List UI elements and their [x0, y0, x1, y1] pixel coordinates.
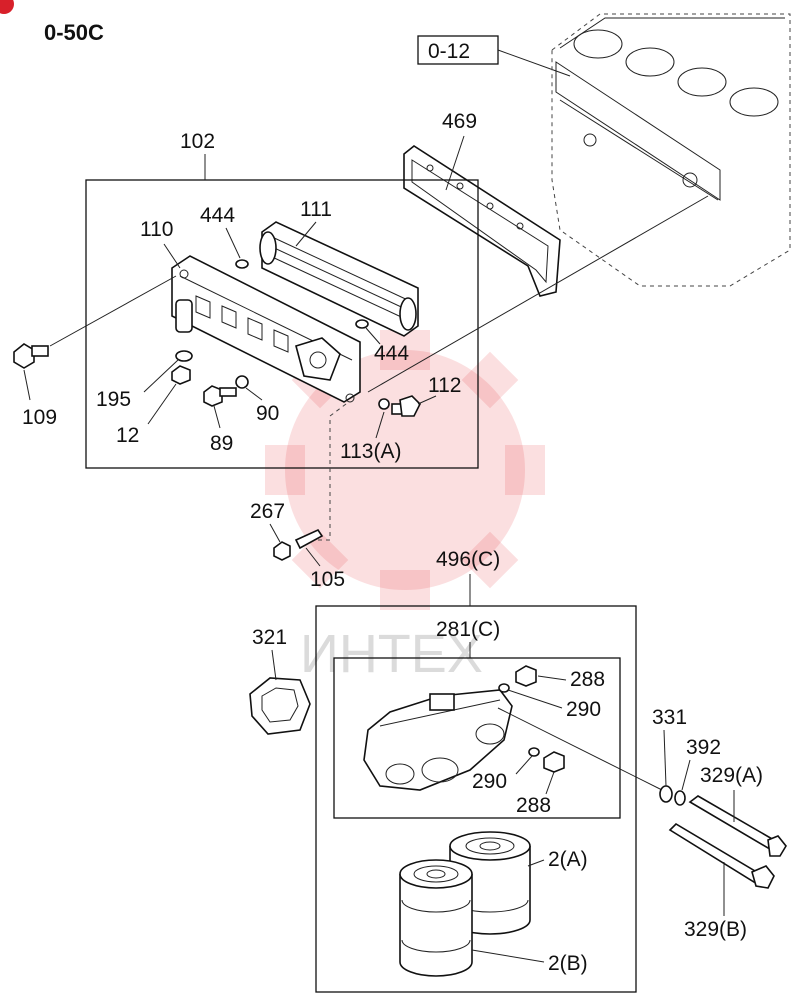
oil-cooler-element-111	[259, 221, 419, 337]
callout-267: 267	[250, 500, 285, 523]
plug-112	[391, 395, 421, 417]
callout-2b: 2(B)	[548, 952, 588, 975]
callout-290-upper: 290	[566, 698, 601, 721]
callout-109: 109	[22, 406, 57, 429]
callout-111: 111	[300, 198, 332, 221]
engine-block	[551, 13, 791, 287]
gasket-290-upper	[498, 683, 510, 693]
assembly-box-496c	[315, 605, 637, 993]
plug-288-upper	[515, 665, 537, 687]
cooler-housing-110	[171, 255, 361, 403]
callout-102: 102	[180, 130, 215, 153]
callout-110: 110	[140, 218, 173, 241]
washer-195	[175, 350, 193, 362]
callout-2a: 2(A)	[548, 848, 588, 871]
gasket-290-lower	[528, 747, 540, 757]
bolt-329b	[668, 822, 775, 889]
callout-288-upper: 288	[570, 668, 605, 691]
callout-496c: 496(C)	[436, 548, 500, 571]
gasket-469	[403, 145, 561, 297]
callout-105: 105	[310, 568, 345, 591]
callout-329a: 329(A)	[700, 764, 763, 787]
filter-head	[363, 689, 513, 791]
nut-267	[273, 541, 291, 561]
plug-288-lower	[543, 751, 565, 773]
assembly-box-281c	[333, 657, 621, 819]
callout-469: 469	[442, 110, 477, 133]
bolt-89	[203, 385, 237, 407]
page-code: 0-50C	[44, 20, 104, 45]
assembly-box-102	[85, 179, 479, 469]
callout-444-lower: 444	[374, 342, 409, 365]
reference-box-label: 0-12	[428, 40, 470, 63]
callout-329b: 329(B)	[684, 918, 747, 941]
callout-321: 321	[252, 626, 287, 649]
callout-444-upper: 444	[200, 204, 235, 227]
nut-12	[171, 365, 191, 385]
callout-288-lower: 288	[516, 794, 551, 817]
gasket-113a	[378, 398, 390, 410]
o-ring-444-lower	[355, 319, 369, 329]
stud-105	[294, 528, 324, 550]
washer-90	[235, 375, 249, 389]
washer-331	[659, 785, 673, 803]
callout-392: 392	[686, 736, 721, 759]
callout-12: 12	[116, 424, 139, 447]
callout-331: 331	[652, 706, 687, 729]
gasket-321	[249, 677, 311, 735]
callout-113a: 113(A)	[340, 440, 401, 463]
o-ring-444-upper	[235, 259, 249, 269]
bolt-329a	[688, 795, 787, 857]
callout-281c: 281(C)	[436, 618, 500, 641]
callout-89: 89	[210, 432, 233, 455]
corner-mark-icon	[0, 0, 14, 14]
washer-392	[674, 790, 686, 806]
callout-112: 112	[428, 374, 461, 397]
bolt-109	[13, 343, 49, 369]
filter-cartridge-2b	[399, 859, 473, 977]
callout-195: 195	[96, 388, 131, 411]
callout-290-lower: 290	[472, 770, 507, 793]
callout-90: 90	[256, 402, 279, 425]
watermark-text: ИНТЕХ	[300, 624, 483, 684]
